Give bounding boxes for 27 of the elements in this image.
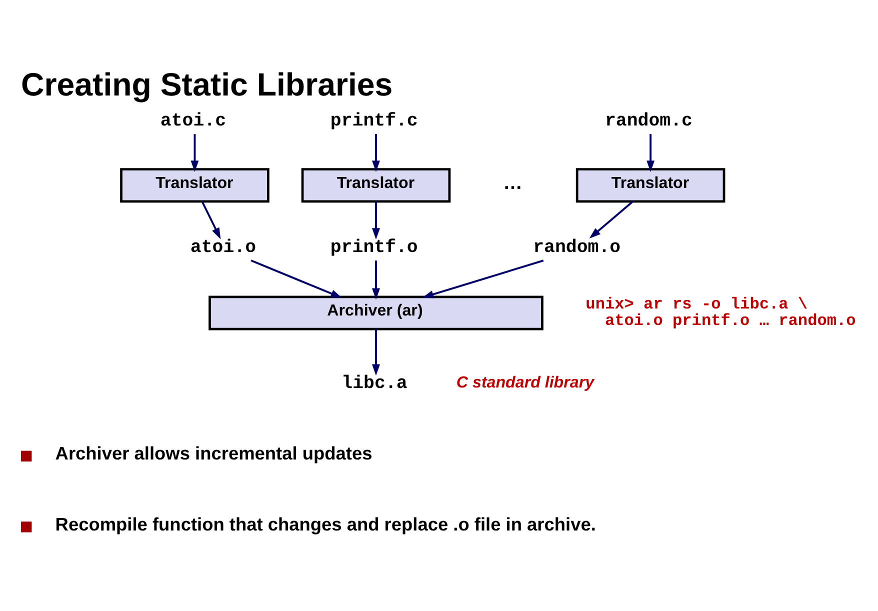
node-box: Archiver (ar) bbox=[208, 295, 544, 330]
arrow bbox=[190, 134, 199, 172]
label: … bbox=[503, 172, 522, 194]
node-text: random.c bbox=[604, 110, 692, 131]
arrow bbox=[201, 200, 221, 239]
diagram-title: Creating Static Libraries bbox=[20, 66, 393, 102]
node-label: C standard library bbox=[456, 373, 594, 392]
arrow bbox=[646, 134, 655, 172]
label: Recompile function that changes and replace .o file in archive. bbox=[55, 512, 596, 534]
node-text: printf.o bbox=[330, 237, 418, 258]
node-text: libc.a bbox=[342, 374, 408, 394]
arrow bbox=[372, 134, 380, 172]
label: unix> ar rs -o libc.a \ atoi.o printf.o … random.o bbox=[586, 295, 856, 330]
node-text: atoi.c bbox=[160, 110, 226, 131]
node-text: random.o bbox=[533, 237, 621, 258]
node-text: atoi.o bbox=[190, 237, 256, 258]
node-box: Translator bbox=[576, 168, 726, 202]
arrow bbox=[372, 260, 380, 300]
arrow bbox=[372, 328, 380, 376]
arrow bbox=[589, 200, 634, 238]
node-box: Translator bbox=[301, 168, 451, 202]
arrow bbox=[422, 259, 544, 298]
arrow bbox=[372, 201, 380, 240]
node-box: Translator bbox=[120, 168, 270, 202]
label: Archiver allows incremental updates bbox=[55, 442, 372, 463]
node-text: printf.c bbox=[330, 110, 418, 131]
arrow bbox=[250, 259, 342, 298]
